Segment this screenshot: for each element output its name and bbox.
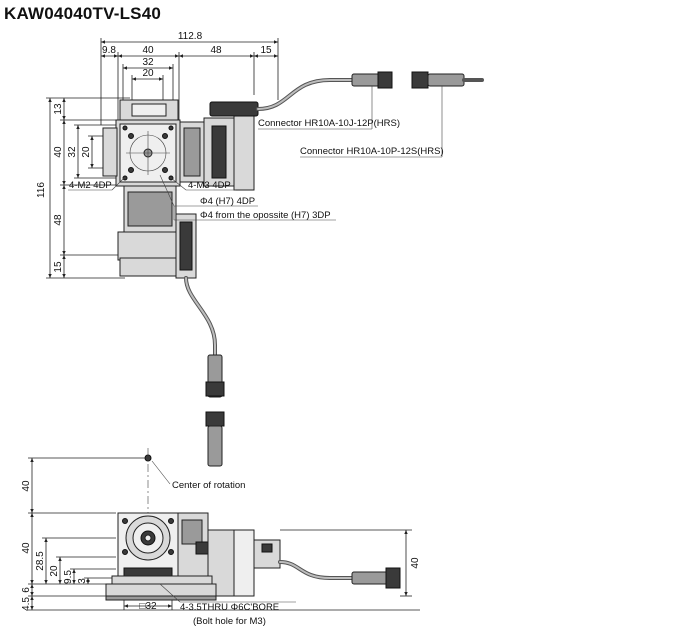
table-hole-4 <box>162 167 168 173</box>
corner-hole-1 <box>122 125 128 131</box>
dim-connector-length: 15 <box>260 45 272 56</box>
linear-rack <box>123 567 173 577</box>
dim-hole-pitch-20: 20 <box>142 68 154 79</box>
side-dim-40-body: 40 <box>21 542 32 554</box>
linear-base-plate <box>105 595 217 601</box>
side-gear-cover <box>181 519 203 545</box>
dim-offset-left: 9.8 <box>102 45 116 56</box>
linear-connector-2-nut <box>205 411 225 427</box>
top-view-cables <box>184 71 484 467</box>
side-dim-4-5: 4.5 <box>21 597 32 611</box>
dim-overall-width: 112.8 <box>178 31 203 42</box>
linear-stage-base <box>117 231 181 261</box>
side-view: Center of rotation <box>21 448 421 627</box>
side-cable <box>278 560 401 589</box>
linear-carriage <box>111 575 213 585</box>
side-dim-3: 3 <box>77 578 88 584</box>
side-hole-1 <box>122 518 128 524</box>
rotary-hub-center <box>144 534 152 542</box>
dim-overall-height: 116 <box>36 182 47 198</box>
stage-top-slot <box>131 103 167 117</box>
dim-table-width: 40 <box>142 45 154 56</box>
side-hole-2 <box>168 518 174 524</box>
corner-hole-3 <box>122 175 128 181</box>
side-dim-40-top: 40 <box>21 480 32 492</box>
callout-connector-j: Connector HR10A-10J-12P(HRS) <box>258 118 400 129</box>
dim-left-15: 15 <box>53 261 64 273</box>
side-dim-20: 20 <box>49 565 60 577</box>
dim-hole-pitch-32: 32 <box>142 57 154 68</box>
callout-bolt-hole: (Bolt hole for M3) <box>193 616 266 627</box>
side-connector-boot <box>261 543 273 553</box>
top-view: 112.8 9.8 40 48 15 32 20 116 13 40 <box>36 31 484 467</box>
dim-left-40: 40 <box>53 146 64 158</box>
linear-base <box>105 583 217 597</box>
connector-plug-j-nut <box>377 71 393 89</box>
drawing-title: KAW04040TV-LS40 <box>4 4 162 23</box>
top-callout-lines <box>68 86 443 221</box>
callout-m3-tap: 4-M3 4DP <box>188 180 231 191</box>
motor-shade <box>211 125 227 179</box>
side-stage <box>105 512 281 601</box>
dim-motor-length: 48 <box>210 45 222 56</box>
callout-connector-p: Connector HR10A-10P-12S(HRS) <box>300 146 444 157</box>
side-motor-cap <box>233 529 255 597</box>
side-dim-right-40: 40 <box>410 557 421 569</box>
side-dim-square-32: □32 <box>139 601 157 612</box>
left-dimension-lines <box>46 97 130 279</box>
side-clamp <box>102 127 118 177</box>
callout-center-of-rotation: Center of rotation <box>172 480 245 491</box>
corner-hole-2 <box>168 125 174 131</box>
dim-left-48: 48 <box>53 214 64 226</box>
linear-stage-end <box>119 257 177 277</box>
dim-left-13: 13 <box>53 103 64 115</box>
linear-motor <box>179 221 193 271</box>
connector-plug-p <box>427 73 465 87</box>
dim-left-32: 32 <box>67 146 78 158</box>
motor-end-cap <box>233 109 255 191</box>
callout-m2-tap: 4-M2 4DP <box>69 180 112 191</box>
callout-thru-hole: 4-3.5THRU Φ6C'BORE <box>180 602 279 613</box>
gear-housing-inner <box>183 127 201 177</box>
side-dim-28-5: 28.5 <box>35 551 46 571</box>
linear-connector-1-nut <box>205 381 225 397</box>
callout-phi4-opposite: Φ4 from the opossite (H7) 3DP <box>200 210 331 221</box>
side-dim-9-5: 9.5 <box>63 570 74 584</box>
linear-stage-cover <box>127 191 173 227</box>
linear-connector-2 <box>207 425 223 467</box>
stage-body <box>102 99 259 279</box>
side-hole-3 <box>122 549 128 555</box>
connector-plug-p-nut <box>411 71 429 89</box>
connector-boot <box>209 101 259 117</box>
table-hole-2 <box>162 133 168 139</box>
side-hole-4 <box>168 549 174 555</box>
callout-phi4-h7: Φ4 (H7) 4DP <box>200 196 255 207</box>
dim-left-20: 20 <box>81 146 92 158</box>
side-dim-6: 6 <box>21 587 32 593</box>
table-hole-3 <box>128 167 134 173</box>
side-gear-knob <box>195 541 209 555</box>
side-dimension-lines <box>28 457 420 611</box>
table-hole-1 <box>128 133 134 139</box>
side-connector-nut <box>385 567 401 589</box>
